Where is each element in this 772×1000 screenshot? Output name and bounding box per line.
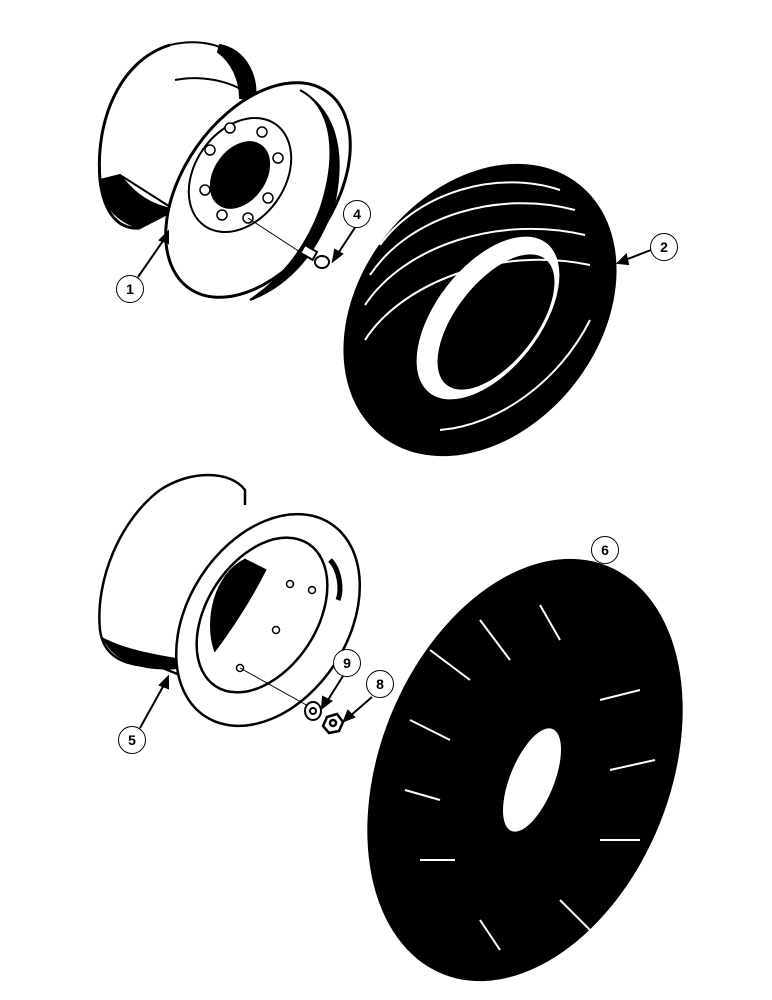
washer	[304, 701, 322, 721]
front-tire	[343, 163, 617, 457]
callout-1: 1	[116, 275, 144, 303]
rear-tire	[367, 558, 683, 982]
wheel-nut	[321, 712, 345, 735]
leader-arrows	[137, 225, 652, 729]
callout-2: 2	[650, 233, 678, 261]
callout-6: 6	[591, 536, 619, 564]
front-wheel-rim	[97, 41, 352, 301]
callout-9: 9	[333, 649, 361, 677]
wheel-bolt	[299, 243, 330, 269]
callout-4: 4	[343, 200, 371, 228]
callout-5: 5	[118, 726, 146, 754]
rear-wheel-rim	[98, 473, 362, 728]
callout-8: 8	[366, 670, 394, 698]
